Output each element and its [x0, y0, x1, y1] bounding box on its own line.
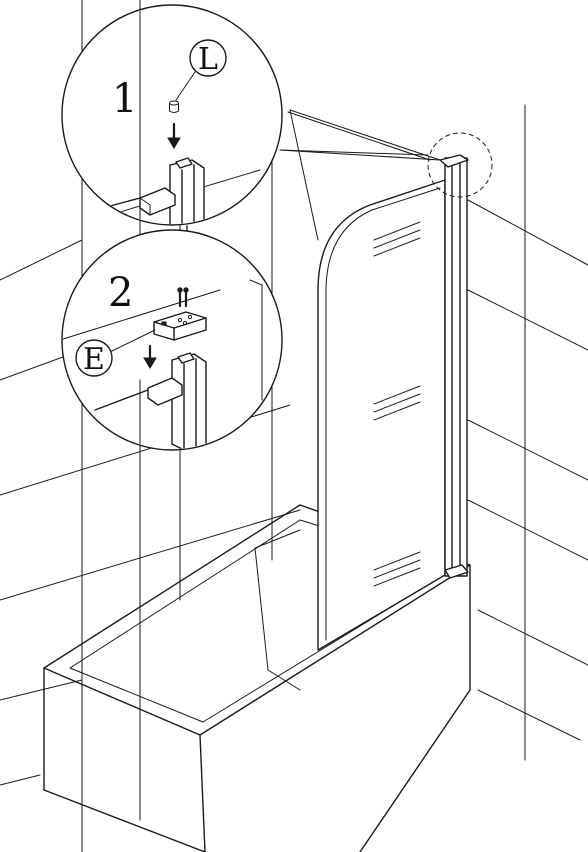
callout-step-2: 2 E	[61, 229, 283, 451]
step-number: 1	[112, 76, 137, 122]
part-letter: L	[198, 42, 218, 77]
part-label-e: E	[75, 339, 113, 377]
bracket-icon	[153, 311, 207, 341]
detail-highlight-circle	[427, 132, 493, 198]
shower-screen	[279, 111, 493, 651]
part-label-l: L	[189, 39, 227, 77]
callout-step-1: 1 L	[61, 4, 283, 226]
part-letter: E	[83, 342, 105, 377]
screw-icon	[177, 287, 189, 308]
glass-reflections	[373, 221, 421, 587]
down-arrow-icon	[167, 122, 181, 149]
cap-part	[169, 100, 179, 113]
down-arrow-icon	[143, 344, 157, 369]
step-number: 2	[108, 270, 133, 316]
